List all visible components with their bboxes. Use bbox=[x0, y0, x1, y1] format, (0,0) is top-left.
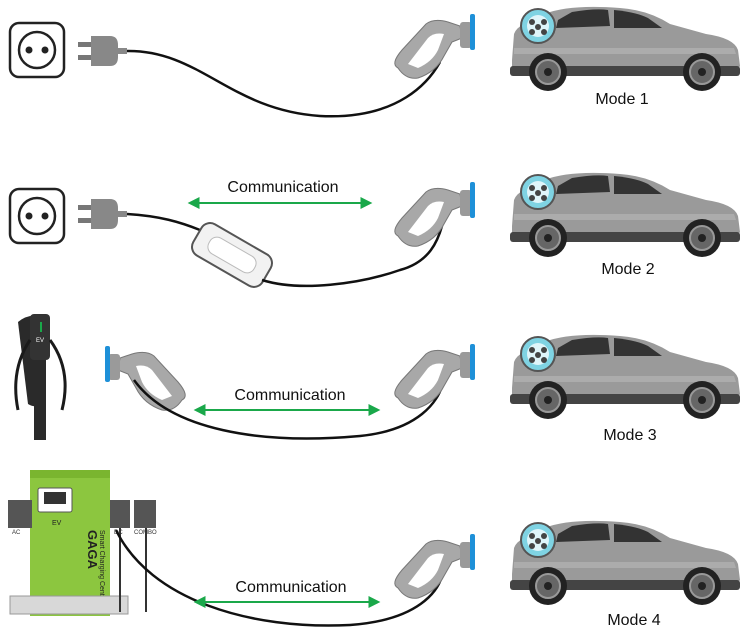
charging-cable bbox=[114, 529, 444, 627]
communication-label: Communication bbox=[235, 579, 346, 596]
mode-3-label: Mode 3 bbox=[603, 427, 656, 444]
plug-icon bbox=[78, 36, 127, 66]
charging-cable bbox=[261, 225, 444, 288]
mode-4-row: EV GAGA Smart Charging Center AC DC COMB… bbox=[8, 470, 741, 629]
charging-cable bbox=[126, 49, 442, 118]
vehicle-connector-icon bbox=[394, 181, 476, 247]
car-icon bbox=[509, 171, 741, 258]
car-icon bbox=[509, 519, 741, 606]
vehicle-connector-icon bbox=[394, 343, 476, 409]
communication-label: Communication bbox=[227, 179, 338, 196]
mode-2-row: Communication Mode 2 bbox=[8, 171, 741, 288]
charger-subtitle: Smart Charging Center bbox=[98, 530, 105, 603]
charging-cable bbox=[132, 379, 444, 440]
mode-2-label: Mode 2 bbox=[601, 261, 654, 278]
dc-charger-icon: EV GAGA Smart Charging Center AC DC COMB… bbox=[8, 470, 157, 616]
mode-3-row: EV Communication Mode 3 bbox=[14, 314, 741, 444]
vehicle-connector-icon bbox=[104, 345, 186, 411]
control-box-icon bbox=[191, 222, 273, 288]
charger-badge: EV bbox=[52, 520, 62, 527]
port-ac-label: AC bbox=[12, 530, 21, 536]
mode-4-label: Mode 4 bbox=[607, 612, 660, 629]
communication-label: Communication bbox=[234, 387, 345, 404]
charger-brand: GAGA bbox=[85, 530, 100, 570]
car-icon bbox=[509, 5, 741, 93]
wall-socket-icon bbox=[8, 187, 66, 245]
charging-cable bbox=[126, 212, 201, 232]
mode-1-row: Mode 1 bbox=[8, 5, 741, 118]
plug-icon bbox=[78, 199, 127, 229]
mode-1-label: Mode 1 bbox=[595, 91, 648, 108]
charger-brand: EV bbox=[36, 338, 44, 344]
vehicle-connector-icon bbox=[394, 533, 476, 599]
wallbox-charger-icon: EV bbox=[14, 314, 67, 440]
car-icon bbox=[509, 333, 741, 420]
vehicle-connector-icon bbox=[394, 13, 476, 79]
wall-socket-icon bbox=[8, 21, 66, 79]
